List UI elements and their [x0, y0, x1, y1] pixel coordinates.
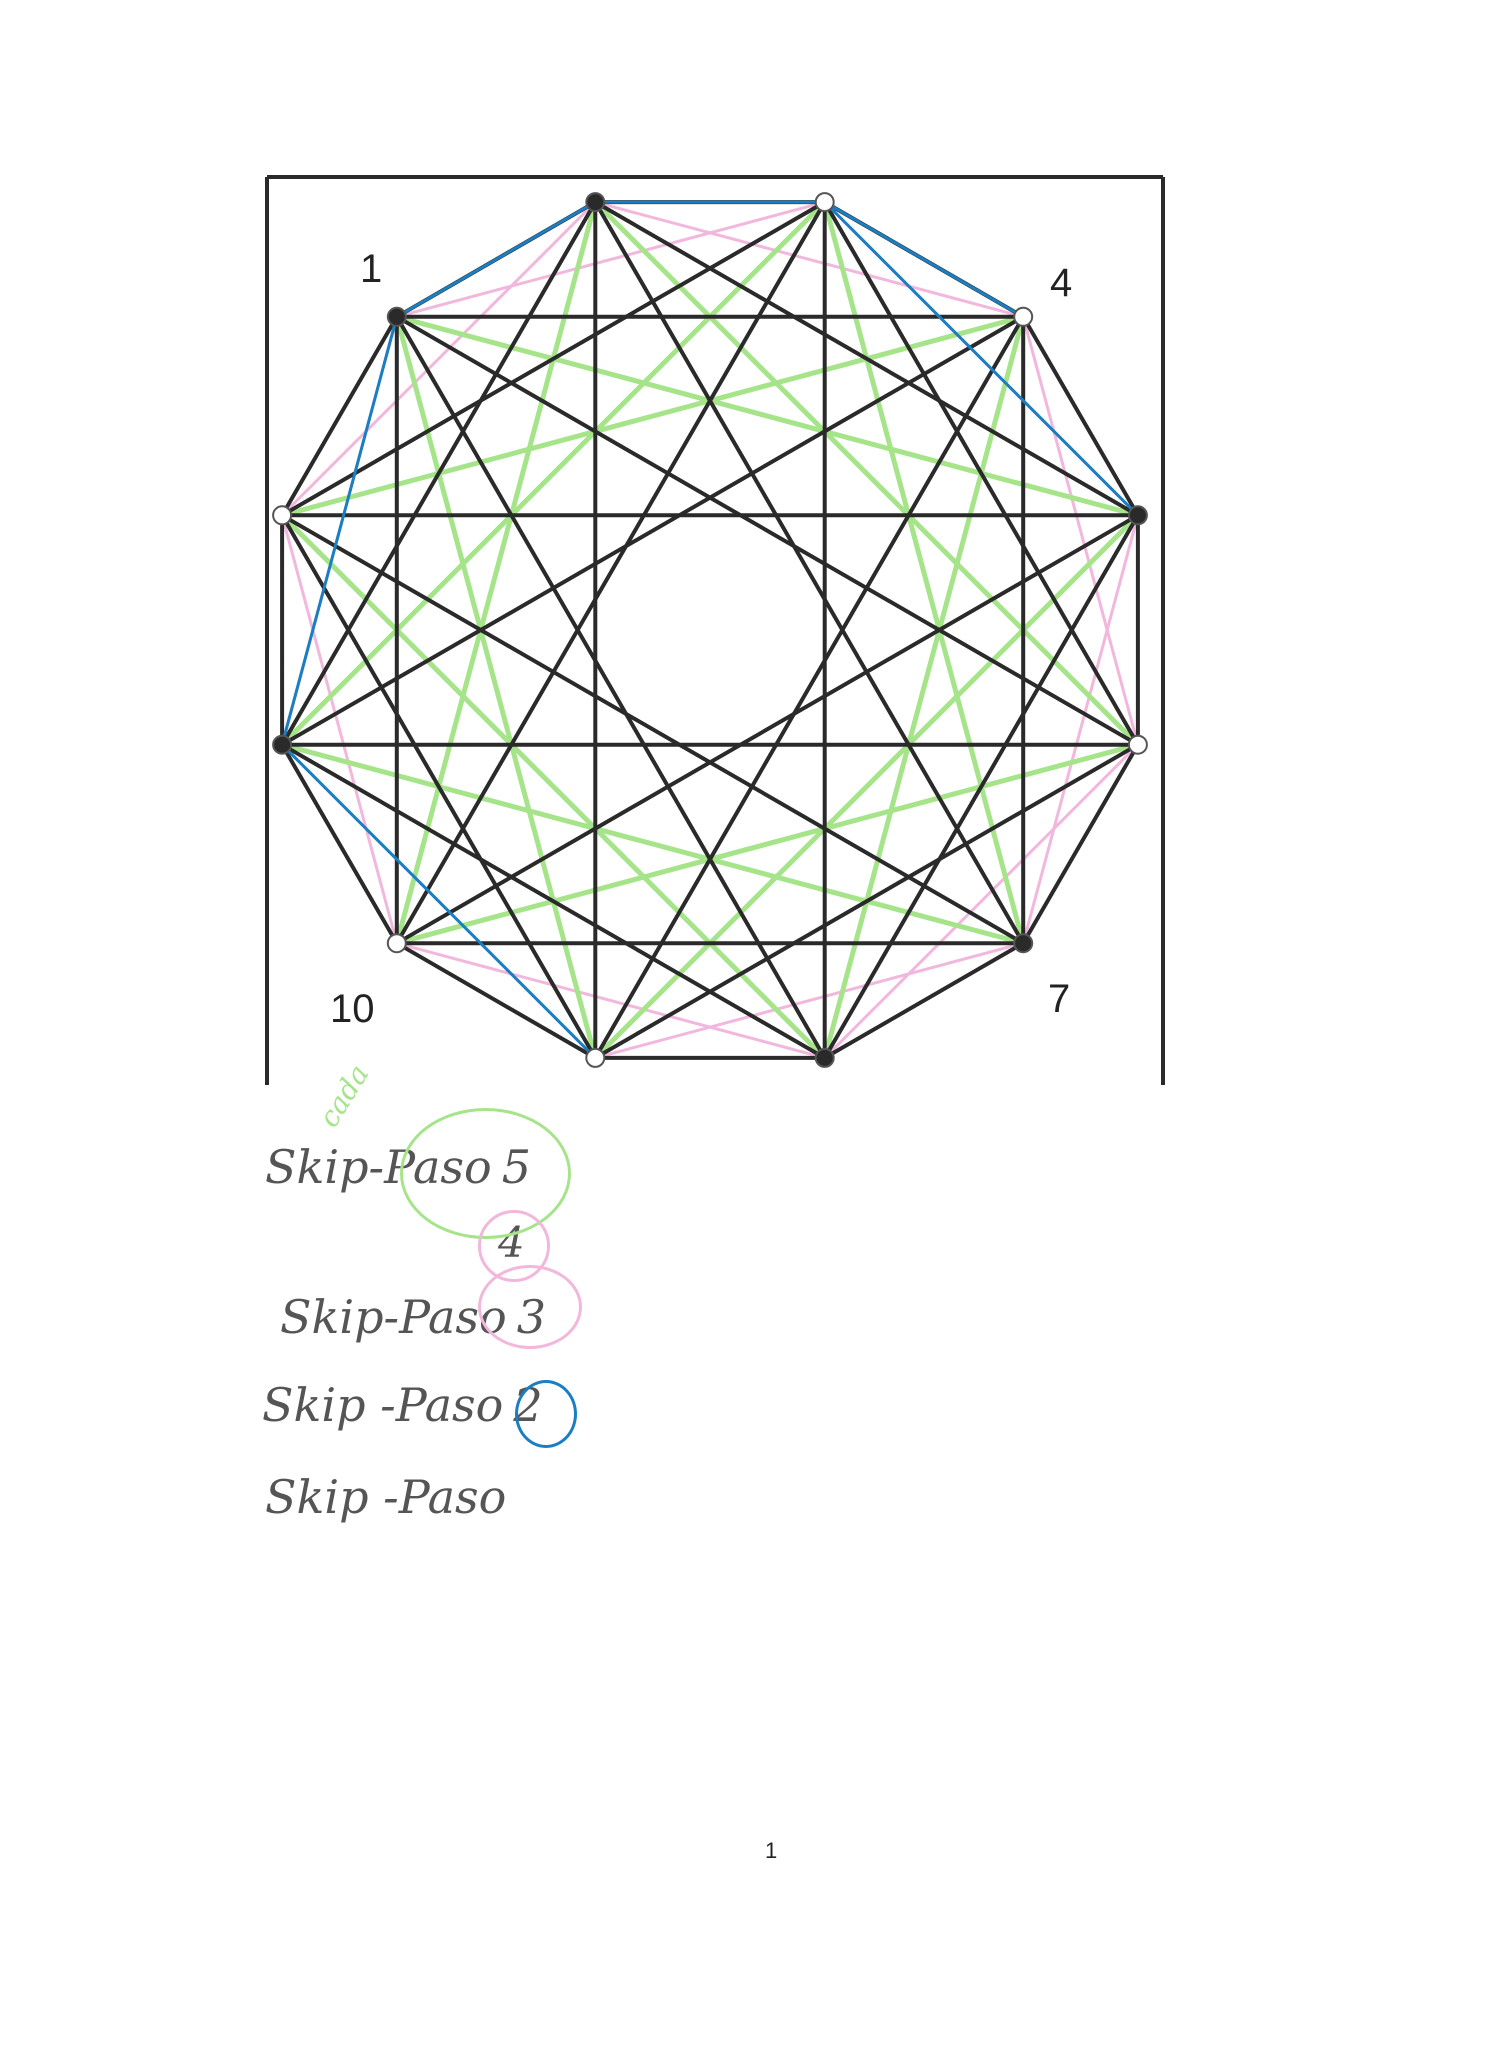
vertex-dot-3 — [1127, 505, 1148, 526]
green-chord-step4-8 — [394, 199, 598, 946]
green-chord-step4-6 — [279, 512, 828, 1061]
vertex-dot-10 — [272, 505, 293, 526]
black-chord-step3-0 — [593, 200, 1140, 518]
black-chord-step1-4 — [1021, 742, 1140, 946]
line-3-text: Skip -Paso — [262, 1378, 504, 1432]
vertex-dot-7 — [585, 1047, 606, 1068]
black-chord-step1-2 — [1021, 314, 1140, 518]
black-chord-step1-5 — [822, 941, 1026, 1060]
black-chord-step3-1 — [822, 200, 1140, 747]
vertex-dots — [272, 192, 1148, 1068]
blue-line-3 — [280, 315, 399, 747]
blue-lines — [280, 200, 1140, 1060]
vertex-label-10: 10 — [330, 987, 375, 1031]
vertex-dot-0 — [585, 192, 606, 213]
green-chord-step4-10 — [279, 314, 1026, 518]
handwritten-line-1b: 4 — [498, 1218, 525, 1267]
black-chord-step5-6 — [394, 314, 827, 1060]
black-chord-step5-0 — [593, 200, 1026, 946]
green-chord-step4-5 — [279, 742, 1026, 946]
black-chord-step3-6 — [280, 742, 827, 1060]
green-chord-step4-0 — [592, 199, 1141, 748]
black-chord-step3-10 — [280, 200, 827, 518]
black-chord-step5-3 — [394, 513, 1140, 946]
pink-chord-step2-10 — [280, 200, 597, 517]
blue-line-4 — [280, 743, 597, 1060]
pink-chord-step2-6 — [395, 941, 827, 1060]
pink-chord-step2-2 — [1021, 315, 1140, 747]
blue-line-5 — [395, 200, 597, 319]
green-chord-step4-4 — [394, 742, 1141, 946]
green-chord-step4-3 — [592, 512, 1141, 1061]
black-chord-step5-9 — [280, 314, 1026, 747]
green-chord-step4-7 — [394, 314, 598, 1061]
green-chord-step4-9 — [279, 199, 828, 748]
black-chord-step1-7 — [394, 941, 598, 1060]
pink-chord-step2-8 — [280, 513, 399, 945]
green-chords — [279, 199, 1141, 1061]
pink-chord-step2-5 — [593, 941, 1025, 1060]
black-chords — [280, 200, 1140, 1060]
black-chord-step3-3 — [822, 513, 1140, 1060]
vertex-label-7: 7 — [1048, 977, 1070, 1021]
green-chord-step4-1 — [822, 199, 1026, 946]
blue-line-2 — [823, 200, 1025, 319]
vertex-dot-9 — [272, 734, 293, 755]
black-chord-step3-9 — [280, 200, 598, 747]
black-chord-step5-5 — [280, 513, 1026, 946]
blue-line-1 — [823, 200, 1140, 517]
line-1-number: 5 — [501, 1140, 531, 1194]
vertex-dot-1 — [814, 192, 835, 213]
black-chord-step5-2 — [593, 314, 1026, 1060]
vertex-dot-6 — [814, 1047, 835, 1068]
vertex-dot-5 — [1013, 933, 1034, 954]
green-chord-step4-2 — [822, 314, 1026, 1061]
black-chord-step5-8 — [394, 200, 827, 946]
line-4-text: Skip -Paso — [265, 1470, 507, 1524]
black-chord-step1-8 — [280, 742, 399, 946]
line-3-number: 2 — [513, 1378, 543, 1432]
line-1-text: Skip-Paso — [265, 1140, 492, 1194]
line-2-text: Skip-Paso — [280, 1290, 507, 1344]
vertex-dot-2 — [1013, 306, 1034, 327]
vertex-dot-8 — [386, 933, 407, 954]
pink-chords — [280, 200, 1140, 1060]
vertex-label-1: 1 — [360, 247, 382, 291]
page-number: 1 — [765, 1838, 778, 1863]
vertex-dot-11 — [386, 306, 407, 327]
pink-chord-step2-3 — [1021, 513, 1140, 945]
pink-chord-step2-4 — [823, 743, 1140, 1060]
pink-chord-step2-0 — [593, 200, 1025, 319]
vertex-dot-4 — [1127, 734, 1148, 755]
green-chord-step4-11 — [394, 314, 1141, 518]
line-1b-number: 4 — [498, 1218, 525, 1267]
black-chord-step3-7 — [280, 513, 598, 1060]
vertex-label-4: 4 — [1050, 261, 1072, 305]
handwritten-line-4: Skip -Paso — [265, 1470, 506, 1524]
black-chord-step5-11 — [394, 314, 1140, 747]
black-chord-step3-4 — [593, 742, 1140, 1060]
black-chord-step1-10 — [280, 314, 399, 518]
pink-chord-step2-11 — [395, 200, 827, 319]
line-2-number: 3 — [516, 1290, 546, 1344]
